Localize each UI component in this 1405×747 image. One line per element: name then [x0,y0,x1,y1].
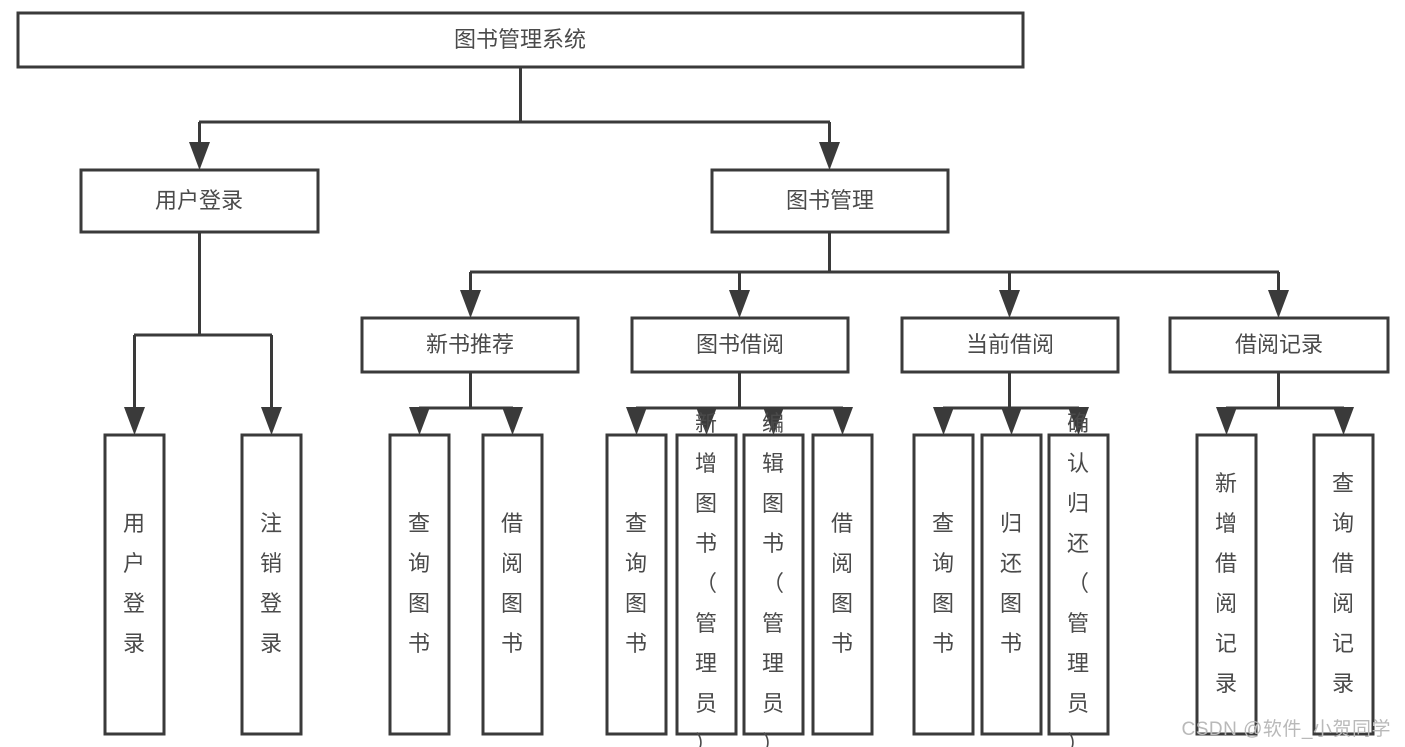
arrow-head-borrow-record [1268,290,1289,318]
node-new-book-recommend[interactable]: 新书推荐 [360,316,580,374]
arrow-head-leaf-current-borrow-1 [933,407,954,435]
node-leaf-user-login-1[interactable]: 用户登录 [103,433,166,736]
arrow-head-user-login [189,142,210,170]
node-leaf-user-login-1-box[interactable] [103,433,166,736]
node-user-login-box[interactable] [79,168,320,234]
node-leaf-user-login-1-label: 用户登录 [123,511,145,656]
node-leaf-new-book-2[interactable]: 借阅图书 [481,433,544,736]
arrow-head-leaf-user-login-2 [261,407,282,435]
connector-group-root [189,67,840,170]
node-leaf-borrow-record-2-box[interactable] [1312,433,1375,736]
node-user-login[interactable]: 用户登录 [79,168,320,234]
node-borrow-record-box[interactable] [1168,316,1390,374]
node-leaf-book-borrow-2[interactable]: 新增图书（管理员） [675,411,738,747]
node-leaf-current-borrow-2-label: 归还图书 [1000,511,1022,656]
node-leaf-current-borrow-2-box[interactable] [980,433,1043,736]
node-leaf-borrow-record-2-label: 查询借阅记录 [1332,471,1354,696]
node-book-borrow[interactable]: 图书借阅 [630,316,850,374]
arrow-head-leaf-new-book-1 [409,407,430,435]
node-new-book-recommend-label: 新书推荐 [426,332,514,357]
node-leaf-book-borrow-4-label: 借阅图书 [831,511,853,656]
node-user-login-label: 用户登录 [155,188,243,213]
node-leaf-current-borrow-3[interactable]: 确认归还（管理员） [1047,411,1110,747]
node-leaf-current-borrow-3-label: 确认归还（管理员） [1067,411,1089,747]
node-book-manage-label: 图书管理 [786,188,874,213]
node-leaf-book-borrow-3-box[interactable] [742,433,805,736]
node-leaf-borrow-record-1[interactable]: 新增借阅记录 [1195,433,1258,736]
node-root[interactable]: 图书管理系统 [16,11,1025,69]
node-leaf-current-borrow-2[interactable]: 归还图书 [980,433,1043,736]
arrow-head-current-borrow [999,290,1020,318]
node-borrow-record-label: 借阅记录 [1235,332,1323,357]
arrow-head-book-borrow [729,290,750,318]
node-leaf-book-borrow-2-label: 新增图书（管理员） [695,411,717,747]
arrow-head-new-book-recommend [460,290,481,318]
node-leaf-new-book-1-label: 查询图书 [408,511,430,656]
node-leaf-book-borrow-1-label: 查询图书 [625,511,647,656]
node-book-borrow-label: 图书借阅 [696,332,784,357]
node-leaf-user-login-2[interactable]: 注销登录 [240,433,303,736]
node-leaf-current-borrow-1-label: 查询图书 [932,511,954,656]
node-leaf-borrow-record-1-box[interactable] [1195,433,1258,736]
node-leaf-new-book-2-label: 借阅图书 [501,511,523,656]
node-leaf-current-borrow-3-box[interactable] [1047,433,1110,736]
node-leaf-new-book-2-box[interactable] [481,433,544,736]
node-leaf-book-borrow-4[interactable]: 借阅图书 [811,433,874,736]
node-root-box[interactable] [16,11,1025,69]
node-leaf-user-login-2-label: 注销登录 [260,511,282,656]
node-leaf-book-borrow-3[interactable]: 编辑图书（管理员） [742,411,805,747]
arrow-head-leaf-current-borrow-2 [1001,407,1022,435]
node-leaf-current-borrow-1-box[interactable] [912,433,975,736]
node-book-borrow-box[interactable] [630,316,850,374]
node-leaf-new-book-1[interactable]: 查询图书 [388,433,451,736]
node-leaf-book-borrow-1-box[interactable] [605,433,668,736]
arrow-head-leaf-new-book-2 [502,407,523,435]
node-leaf-borrow-record-2[interactable]: 查询借阅记录 [1312,433,1375,736]
arrow-head-leaf-borrow-record-1 [1216,407,1237,435]
node-root-label: 图书管理系统 [454,27,586,52]
arrow-head-leaf-borrow-record-2 [1333,407,1354,435]
node-leaf-borrow-record-1-label: 新增借阅记录 [1215,471,1237,696]
node-current-borrow-label: 当前借阅 [966,332,1054,357]
node-leaf-book-borrow-2-box[interactable] [675,433,738,736]
node-leaf-new-book-1-box[interactable] [388,433,451,736]
node-book-manage[interactable]: 图书管理 [710,168,950,234]
connector-group-book-manage [460,232,1289,318]
arrow-head-book-manage [819,142,840,170]
arrow-head-leaf-book-borrow-4 [832,407,853,435]
node-leaf-book-borrow-1[interactable]: 查询图书 [605,433,668,736]
node-leaf-user-login-2-box[interactable] [240,433,303,736]
arrow-head-leaf-user-login-1 [124,407,145,435]
arrow-head-leaf-book-borrow-2 [696,407,717,435]
connector-group-book-borrow [626,372,853,435]
connector-group-user-login [124,232,282,435]
arrow-head-leaf-book-borrow-3 [763,407,784,435]
node-current-borrow[interactable]: 当前借阅 [900,316,1120,374]
connector-group-current-borrow [933,372,1089,435]
arrow-head-leaf-current-borrow-3 [1068,407,1089,435]
connector-group-borrow-record [1216,372,1354,435]
node-book-manage-box[interactable] [710,168,950,234]
node-new-book-recommend-box[interactable] [360,316,580,374]
node-borrow-record[interactable]: 借阅记录 [1168,316,1390,374]
node-leaf-current-borrow-1[interactable]: 查询图书 [912,433,975,736]
connector-group-new-book-recommend [409,372,523,435]
node-current-borrow-box[interactable] [900,316,1120,374]
node-leaf-book-borrow-4-box[interactable] [811,433,874,736]
arrow-head-leaf-book-borrow-1 [626,407,647,435]
node-leaf-book-borrow-3-label: 编辑图书（管理员） [762,411,784,747]
